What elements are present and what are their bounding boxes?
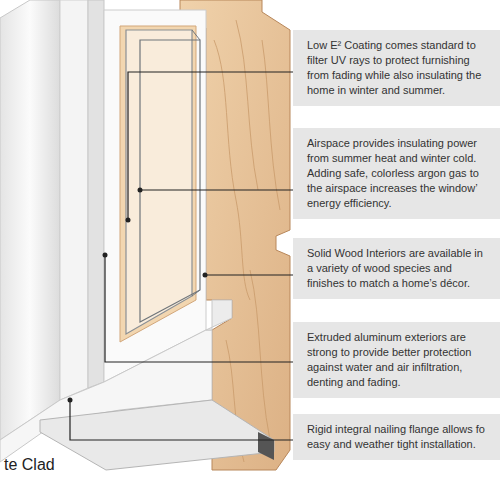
callout-box: Rigid integral nailing flange allows fo … bbox=[293, 414, 500, 460]
product-label: te Clad bbox=[4, 456, 55, 474]
interior-wood bbox=[120, 26, 196, 342]
leader-line bbox=[140, 189, 293, 190]
callout-text: Rigid integral nailing flange allows fo … bbox=[307, 422, 492, 452]
wood-grain bbox=[214, 20, 280, 462]
glass-edge bbox=[192, 290, 200, 296]
leader-line bbox=[105, 255, 293, 362]
callout-box: Airspace provides insulating power from … bbox=[293, 128, 500, 219]
leader-dot bbox=[126, 218, 131, 223]
leader-dot bbox=[203, 273, 208, 278]
callout-text: Extruded aluminum exteriors are strong t… bbox=[307, 330, 492, 390]
frame-left bbox=[0, 0, 60, 440]
callout-text: Airspace provides insulating power from … bbox=[307, 136, 492, 211]
leader-line bbox=[70, 400, 293, 440]
sill-corner bbox=[206, 300, 232, 330]
nailing-flange bbox=[40, 400, 274, 470]
sash-face bbox=[104, 10, 206, 382]
callout-text: Solid Wood Interiors are available in a … bbox=[307, 246, 492, 291]
frame-stop bbox=[88, 0, 104, 388]
leader-line bbox=[128, 72, 293, 220]
glass-inner bbox=[140, 40, 200, 322]
callout-box: Extruded aluminum exteriors are strong t… bbox=[293, 322, 500, 398]
leader-dot bbox=[103, 253, 108, 258]
flange-profile bbox=[258, 432, 274, 460]
leader-dot bbox=[138, 188, 143, 193]
callout-text: Low E² Coating comes standard to filter … bbox=[307, 38, 492, 98]
callout-box: Solid Wood Interiors are available in a … bbox=[293, 238, 500, 299]
callout-box: Low E² Coating comes standard to filter … bbox=[293, 30, 500, 106]
leader-line bbox=[205, 274, 293, 275]
glass-outer bbox=[126, 30, 192, 334]
frame-jamb bbox=[60, 0, 88, 400]
glass-edge bbox=[192, 30, 200, 40]
leader-dot bbox=[68, 398, 73, 403]
